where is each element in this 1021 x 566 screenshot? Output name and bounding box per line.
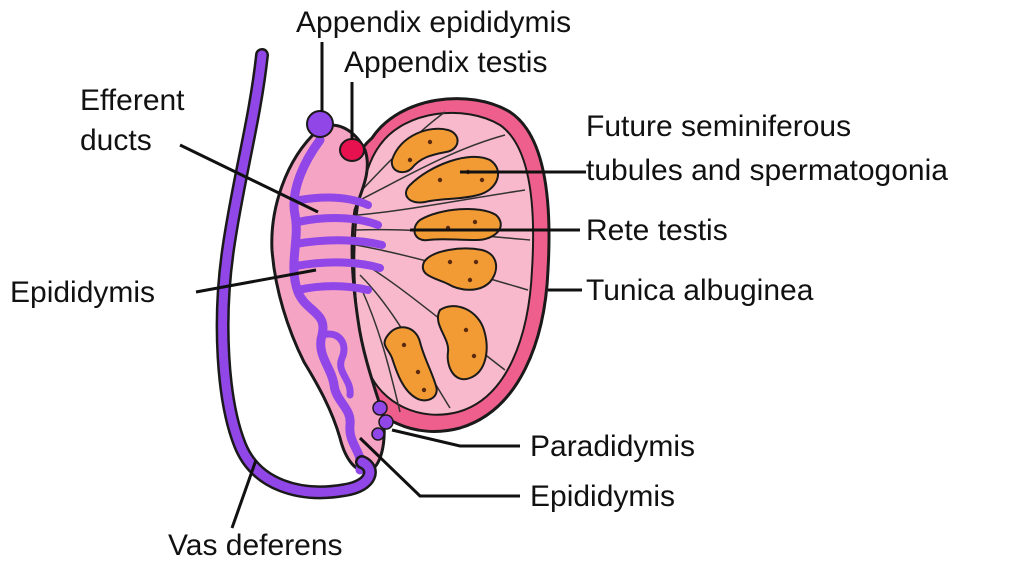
label-epididymis-left: Epididymis [10, 276, 155, 309]
label-tunica-albuginea: Tunica albuginea [586, 274, 814, 307]
appendix-epididymis-structure [307, 111, 333, 137]
label-epididymis-bottom: Epididymis [530, 480, 675, 513]
label-future-seminiferous-line1: Future seminiferous [586, 110, 851, 143]
label-appendix-testis: Appendix testis [344, 46, 547, 79]
appendix-testis-structure [340, 139, 364, 161]
label-vas-deferens: Vas deferens [168, 529, 343, 562]
label-efferent-ducts-line2: ducts [80, 124, 152, 157]
label-appendix-epididymis: Appendix epididymis [296, 6, 571, 39]
label-paradidymis: Paradidymis [530, 430, 695, 463]
label-efferent-ducts-line1: Efferent [80, 84, 185, 117]
label-future-seminiferous-line2: tubules and spermatogonia [586, 154, 948, 187]
label-rete-testis: Rete testis [586, 214, 728, 247]
